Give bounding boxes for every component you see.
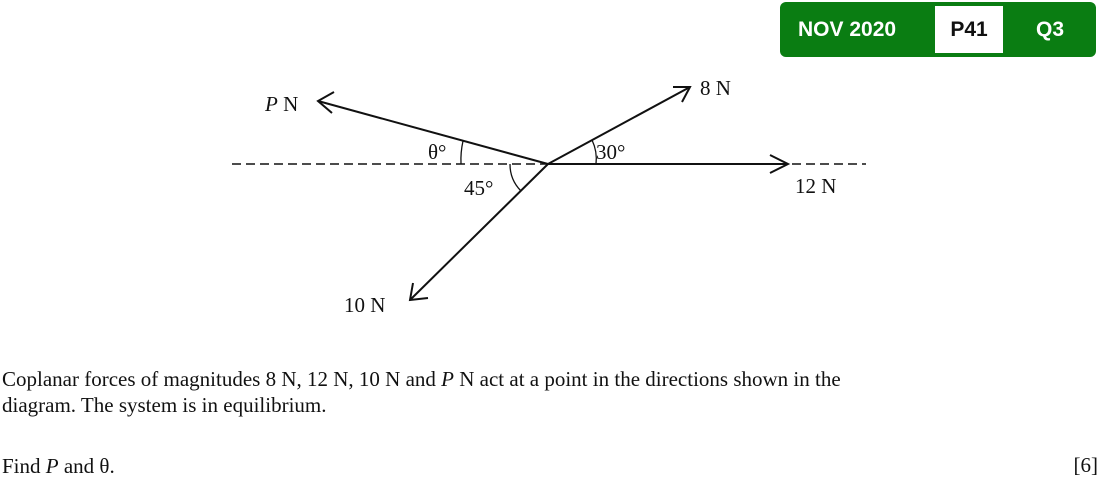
badge-question: Q3 — [1036, 18, 1065, 41]
label-8n: 8 N — [700, 76, 731, 100]
badge-paper: P41 — [935, 6, 1003, 53]
task-part: Find — [2, 454, 46, 478]
label-theta: θ° — [428, 140, 446, 164]
question-text: Coplanar forces of magnitudes 8 N, 12 N,… — [2, 366, 841, 418]
angle-arc-45 — [509, 163, 522, 192]
force-8n-line — [547, 86, 691, 165]
question-badge: NOV 2020 P41 Q3 — [780, 2, 1096, 57]
question-text-line2: diagram. The system is in equilibrium. — [2, 393, 327, 417]
question-text-part: Coplanar forces of magnitudes 8 N, 12 N,… — [2, 367, 442, 391]
question-text-part: N act at a point in the directions shown… — [453, 367, 841, 391]
arrowhead-p — [316, 91, 335, 114]
arrowhead-10n — [408, 282, 429, 302]
arrowhead-8n — [673, 86, 692, 103]
angle-arc-30 — [591, 139, 597, 165]
label-p-force: P N — [264, 92, 298, 116]
force-10n-line — [409, 163, 549, 301]
task-p: P — [45, 454, 59, 478]
arrowhead-12n — [769, 154, 791, 174]
badge-session: NOV 2020 — [798, 18, 897, 41]
question-task: Find P and θ. — [2, 453, 115, 479]
marks-label: [6] — [1073, 453, 1099, 477]
angle-arc-theta — [460, 140, 464, 165]
question-text-p: P — [441, 367, 454, 391]
task-part: and θ. — [58, 454, 115, 478]
label-12n: 12 N — [795, 174, 836, 198]
label-30: 30° — [596, 140, 625, 164]
label-45: 45° — [464, 176, 493, 200]
force-p-line — [317, 100, 549, 165]
label-10n: 10 N — [344, 293, 385, 317]
